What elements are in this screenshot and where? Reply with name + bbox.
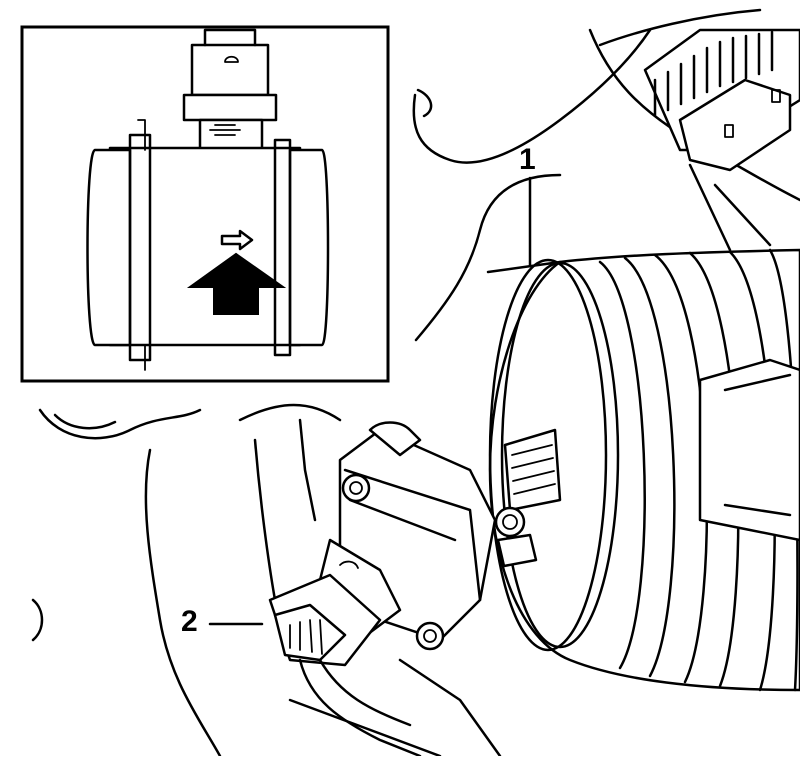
intake-hose — [488, 248, 800, 692]
upper-connector — [643, 28, 800, 172]
inset-detail — [20, 25, 390, 383]
callout-label-2: 2 — [181, 605, 198, 638]
bold-up-arrow-icon — [186, 252, 287, 315]
callout-label-1: 1 — [519, 143, 536, 176]
flow-direction-arrow-icon — [220, 229, 254, 251]
hose-clamp — [494, 428, 562, 568]
lower-body-contours — [31, 403, 502, 758]
connector-plug — [268, 573, 422, 758]
air-mass-meter — [308, 421, 497, 651]
